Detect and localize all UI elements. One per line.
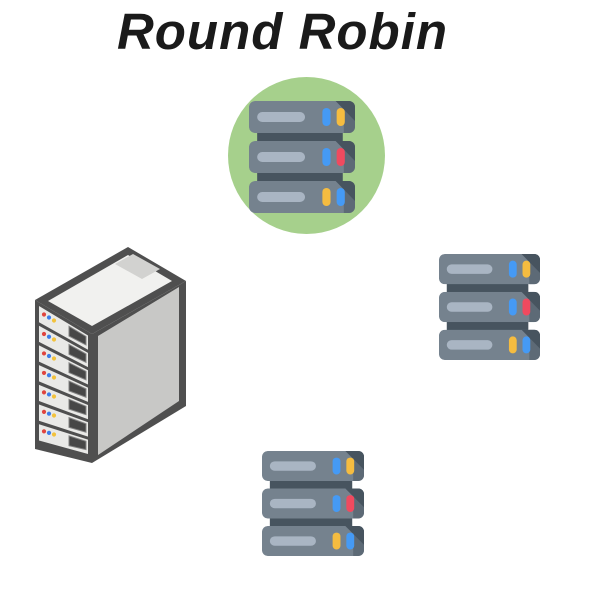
rack-led-yellow	[51, 394, 57, 399]
status-light-yellow	[508, 336, 517, 354]
rack-led-yellow	[51, 432, 57, 437]
server-stack	[439, 254, 540, 360]
status-light-blue	[508, 260, 517, 278]
status-light-yellow	[332, 532, 341, 550]
status-light-red	[522, 298, 531, 316]
handle-bar	[257, 112, 306, 122]
rack-led-red	[41, 312, 47, 317]
unit-connector	[446, 320, 529, 332]
rack-led-blue	[46, 392, 52, 397]
unit-edge	[343, 101, 355, 133]
status-light-blue	[336, 188, 345, 206]
server-stack	[262, 451, 364, 556]
handle-bar	[446, 302, 493, 312]
server-unit	[439, 329, 540, 360]
server-unit	[262, 451, 364, 481]
unit-edge	[529, 291, 540, 323]
status-light-blue	[346, 532, 355, 550]
unit-edge	[529, 329, 540, 360]
unit-edge	[353, 488, 364, 519]
unit-edge	[529, 254, 540, 285]
load-balancer-rack-icon	[35, 247, 186, 463]
rack-drive-bay	[68, 416, 87, 433]
rack-led-blue	[46, 334, 52, 339]
status-light-blue	[332, 495, 341, 512]
unit-edge	[353, 526, 364, 556]
unit-connector	[446, 282, 529, 294]
server-unit	[249, 181, 355, 213]
server-unit	[262, 526, 364, 556]
server-stack-icon-top	[249, 101, 355, 213]
status-light-blue	[508, 298, 517, 316]
server-stack-icon-right	[439, 254, 540, 360]
rack-led-yellow	[51, 413, 57, 418]
unit-connector	[269, 516, 353, 528]
unit-folded-corner	[521, 291, 540, 311]
rack-led-red	[41, 351, 47, 356]
rack-drive-bay	[68, 325, 87, 346]
rack-led-blue	[46, 430, 52, 436]
unit-connector	[257, 131, 343, 143]
server-stack-icon-bottom	[262, 451, 364, 556]
unit-connector	[269, 479, 353, 491]
rack-right-panel	[98, 287, 179, 455]
rack-led-blue	[46, 411, 52, 416]
server-stack	[249, 101, 355, 213]
rack-drive-bay	[68, 398, 87, 416]
handle-bar	[446, 264, 493, 274]
rack-led-blue	[46, 373, 52, 378]
status-light-yellow	[336, 108, 345, 126]
rack-led-red	[41, 370, 47, 376]
unit-edge	[343, 181, 355, 213]
rack-led-blue	[46, 315, 52, 320]
status-light-red	[346, 495, 355, 512]
server-unit	[249, 101, 355, 133]
handle-bar	[269, 461, 316, 471]
rack-led-red	[41, 409, 47, 414]
status-light-blue	[322, 108, 331, 126]
status-light-yellow	[322, 188, 331, 206]
rack-led-yellow	[51, 356, 57, 361]
rack-drive-bay	[68, 435, 87, 451]
server-unit	[262, 488, 364, 519]
rack-units	[39, 306, 88, 454]
rack-led-yellow	[51, 318, 57, 323]
rack-drive-bay	[68, 380, 87, 398]
unit-edge	[353, 451, 364, 481]
handle-bar	[446, 340, 493, 350]
server-unit	[439, 291, 540, 323]
status-light-yellow	[522, 260, 531, 278]
handle-bar	[257, 152, 306, 162]
status-light-blue	[332, 457, 341, 475]
diagram-title: Round Robin	[116, 3, 449, 60]
rack-led-red	[41, 429, 47, 434]
status-light-blue	[522, 336, 531, 354]
server-unit	[439, 254, 540, 285]
status-light-red	[336, 148, 345, 166]
rack-drive-bay	[68, 361, 87, 381]
status-light-yellow	[346, 457, 355, 475]
status-light-blue	[322, 148, 331, 166]
server-unit	[249, 141, 355, 173]
unit-edge	[343, 141, 355, 173]
handle-bar	[269, 498, 316, 509]
handle-bar	[269, 536, 316, 546]
rack-top-inset-panel	[115, 254, 160, 279]
rack-led-blue	[46, 353, 52, 359]
handle-bar	[257, 192, 306, 202]
rack-led-red	[41, 390, 47, 395]
rack-led-red	[41, 331, 47, 337]
rack-led-yellow	[51, 337, 57, 342]
rack-led-yellow	[51, 375, 57, 380]
rack-drive-bay	[68, 343, 87, 364]
unit-connector	[257, 171, 343, 183]
